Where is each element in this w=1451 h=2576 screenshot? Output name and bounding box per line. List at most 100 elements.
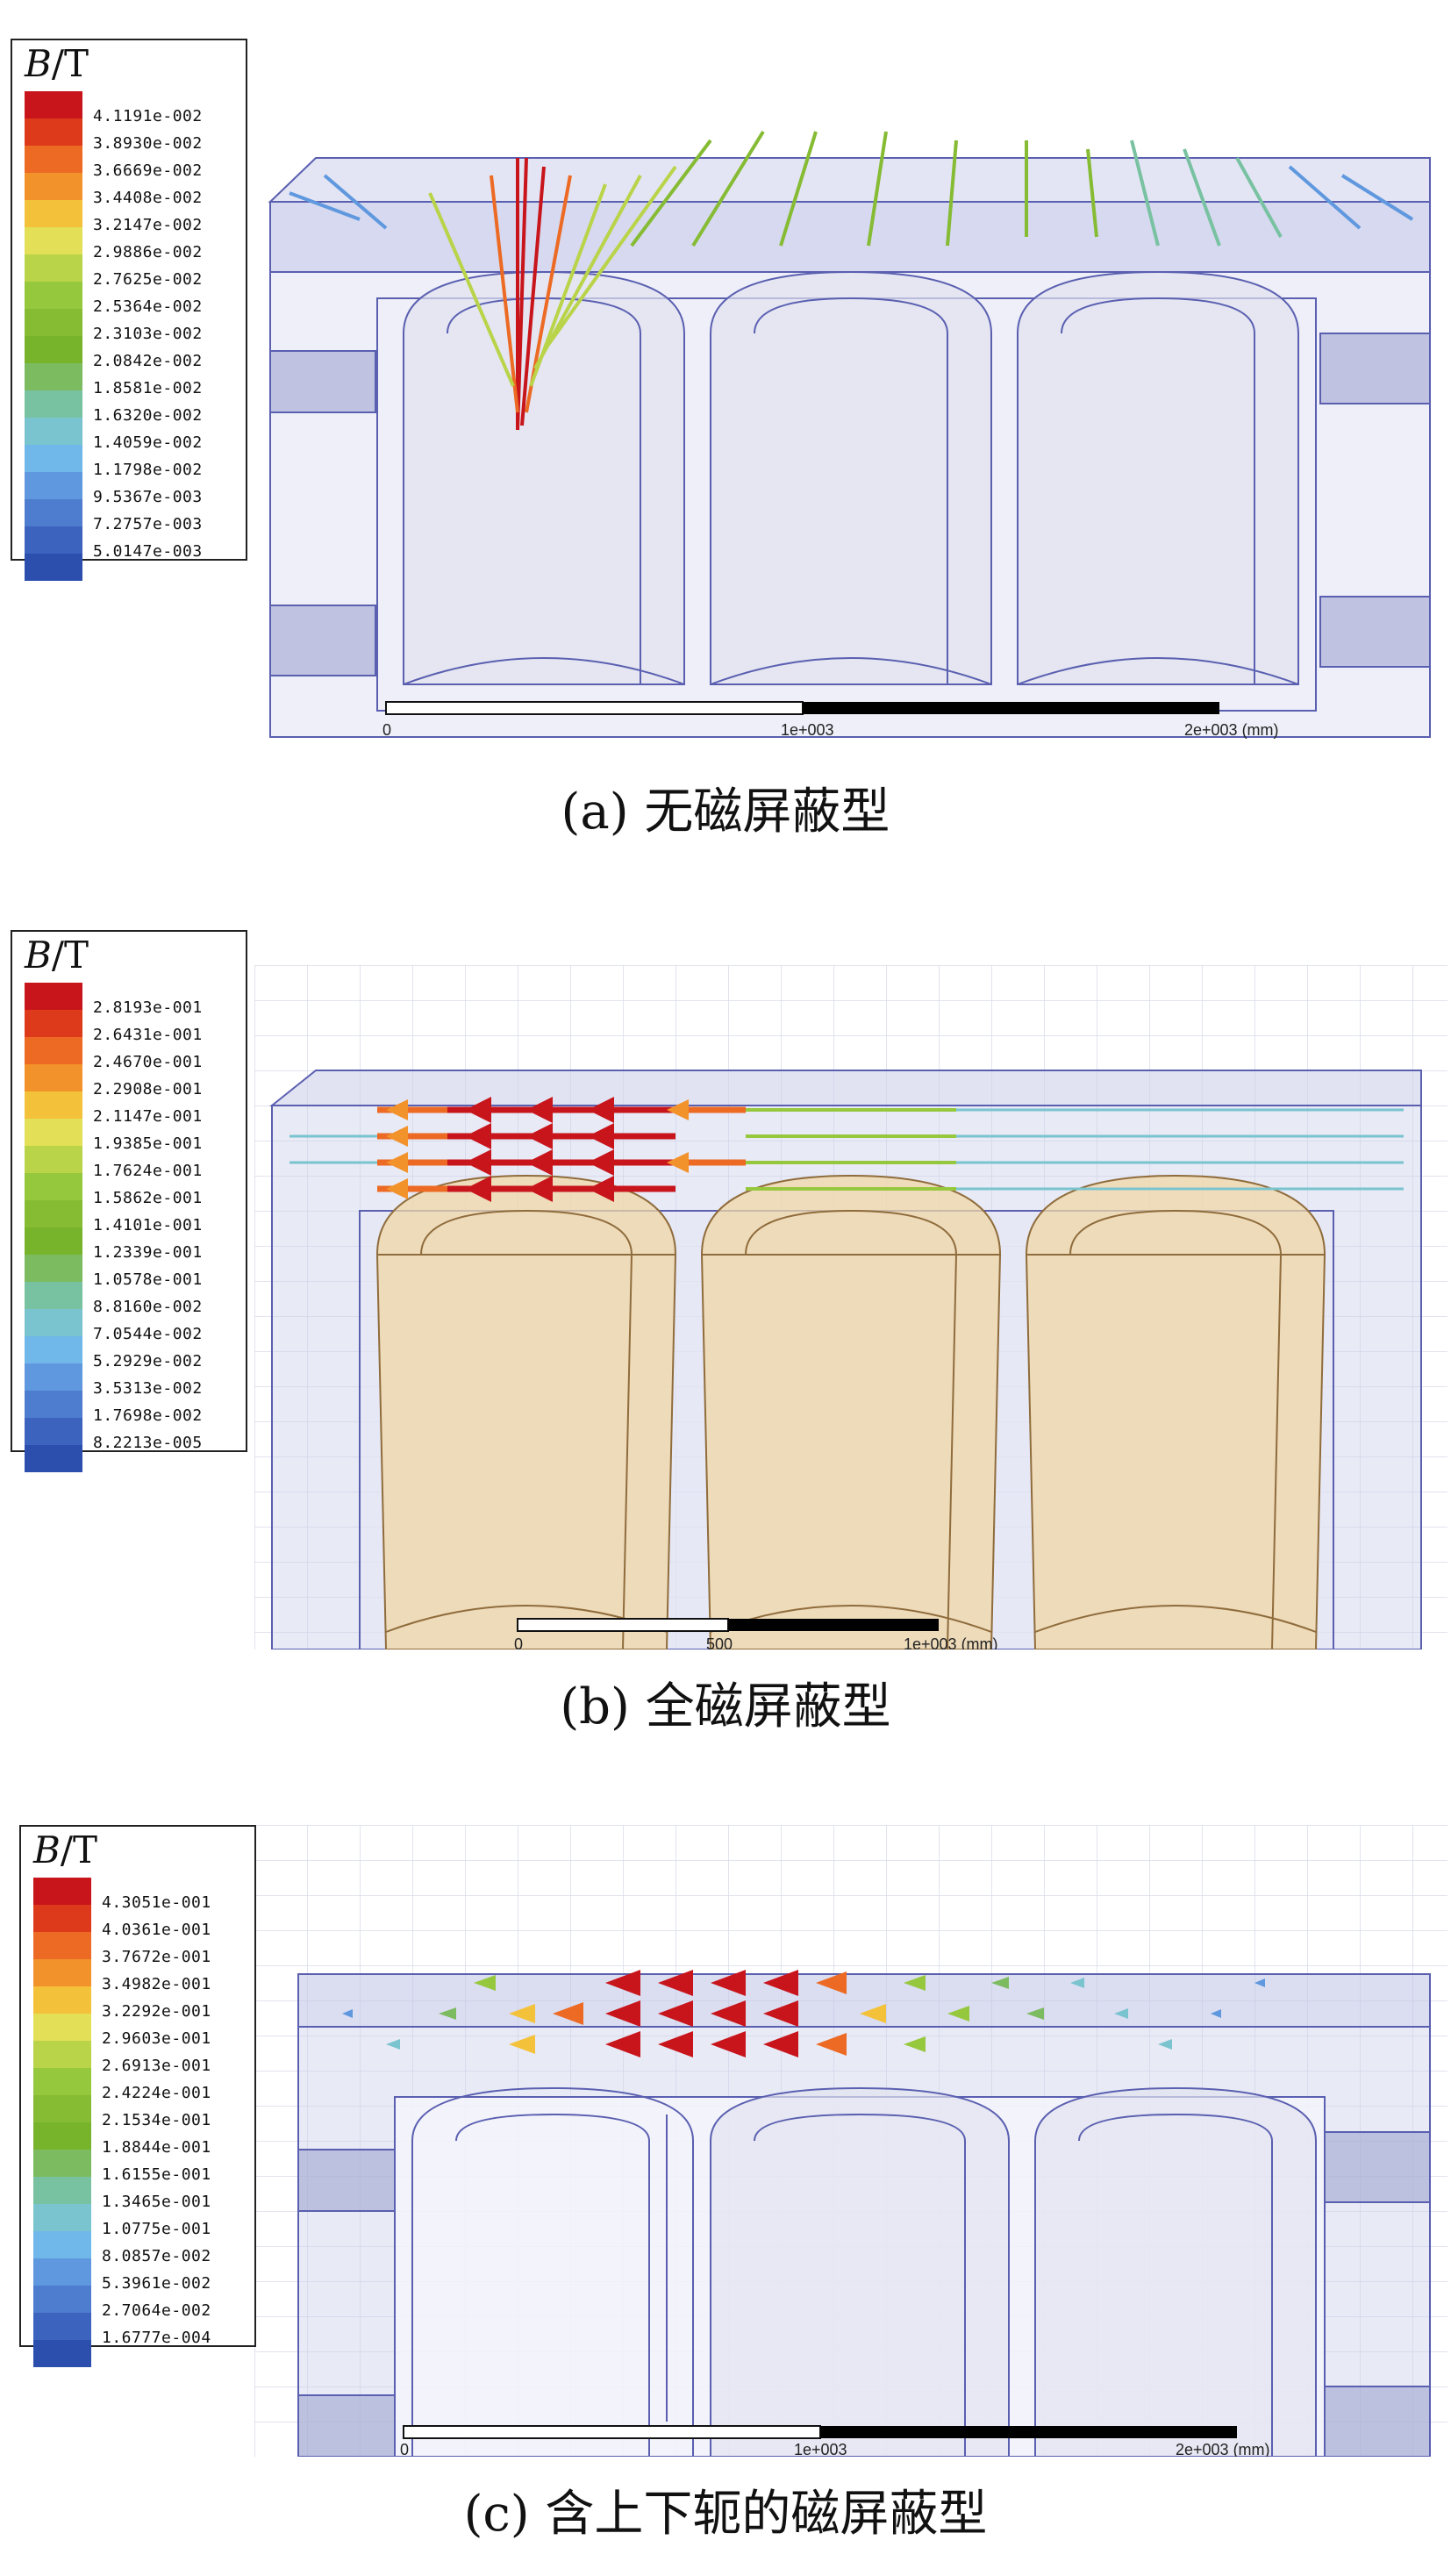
legend-value: 5.3961e-002 <box>102 2274 211 2293</box>
legend-swatch <box>33 1932 91 1959</box>
legend-value: 3.5313e-002 <box>93 1379 203 1398</box>
field-view-b: 0 500 1e+003 (mm) <box>254 965 1447 1649</box>
legend-value: 5.2929e-002 <box>93 1352 203 1370</box>
legend-swatch <box>25 309 82 336</box>
legend-swatch <box>33 2286 91 2313</box>
legend-row <box>25 200 257 227</box>
legend-swatch <box>25 1282 82 1309</box>
legend-value: 1.0775e-001 <box>102 2220 211 2238</box>
legend-row <box>25 1282 257 1309</box>
legend-unit: /T <box>51 934 89 977</box>
legend-value: 2.0842e-002 <box>93 352 203 370</box>
legend-swatch <box>25 1255 82 1282</box>
legend-value: 8.2213e-005 <box>93 1434 203 1452</box>
legend-swatch <box>25 445 82 472</box>
scale-label-1: 1e+003 <box>794 2441 847 2457</box>
legend-row <box>25 309 257 336</box>
legend-swatch <box>25 118 82 146</box>
legend-value: 3.6669e-002 <box>93 161 203 180</box>
legend-row <box>25 1418 257 1445</box>
legend-row <box>25 1064 257 1091</box>
legend-value: 4.3051e-001 <box>102 1893 211 1912</box>
legend-row <box>25 1173 257 1200</box>
legend-variable: B <box>25 934 52 977</box>
legend-swatch <box>33 2041 91 2068</box>
legend-row <box>25 118 257 146</box>
legend-value: 1.4059e-002 <box>93 433 203 452</box>
legend-value: 3.4408e-002 <box>93 189 203 207</box>
legend-row <box>33 2286 266 2313</box>
legend-row <box>25 1336 257 1363</box>
legend-value: 2.4224e-001 <box>102 2084 211 2102</box>
legend-row <box>33 2177 266 2204</box>
scale-label-2: 1e+003 (mm) <box>904 1635 998 1649</box>
legend-value: 1.2339e-001 <box>93 1243 203 1262</box>
legend-row <box>33 2313 266 2340</box>
legend-value: 8.8160e-002 <box>93 1298 203 1316</box>
legend-unit: /T <box>51 42 89 85</box>
legend-swatch <box>25 91 82 118</box>
legend-row <box>33 2014 266 2041</box>
field-svg-a: 0 1e+003 2e+003 (mm) <box>268 130 1431 739</box>
legend-value: 7.0544e-002 <box>93 1325 203 1343</box>
legend-value: 2.7064e-002 <box>102 2301 211 2320</box>
legend-row <box>33 1878 266 1905</box>
legend-swatch <box>25 1010 82 1037</box>
legend-swatch <box>25 200 82 227</box>
legend-value: 1.4101e-001 <box>93 1216 203 1234</box>
legend-row <box>25 1010 257 1037</box>
legend-swatch <box>25 1363 82 1391</box>
legend-row <box>33 2095 266 2122</box>
legend-value: 1.3465e-001 <box>102 2193 211 2211</box>
legend-row <box>25 282 257 309</box>
legend-value: 2.4670e-001 <box>93 1053 203 1071</box>
legend-swatch <box>33 2122 91 2150</box>
legend-value: 3.8930e-002 <box>93 134 203 153</box>
legend-row <box>25 1255 257 1282</box>
legend-row <box>25 499 257 526</box>
legend-value: 2.9886e-002 <box>93 243 203 261</box>
transformer-model-a <box>268 157 1431 738</box>
legend-title: B/T <box>33 1828 97 1871</box>
caption-a: (a) 无磁屏蔽型 <box>561 784 890 841</box>
scale-label-0: 0 <box>382 721 391 739</box>
legend-value: 3.2147e-002 <box>93 216 203 234</box>
legend-value: 1.9385e-001 <box>93 1134 203 1153</box>
legend-value: 8.0857e-002 <box>102 2247 211 2265</box>
legend-value: 2.6913e-001 <box>102 2057 211 2075</box>
legend-row <box>33 1932 266 1959</box>
legend-swatch <box>33 1986 91 2014</box>
legend-row <box>25 445 257 472</box>
legend-value: 2.5364e-002 <box>93 297 203 316</box>
legend-swatch <box>25 1091 82 1119</box>
legend-swatch <box>25 1200 82 1227</box>
legend-title: B/T <box>25 934 89 977</box>
legend-swatch <box>33 2150 91 2177</box>
legend-value: 1.1798e-002 <box>93 461 203 479</box>
legend-value: 2.2908e-001 <box>93 1080 203 1098</box>
legend-swatch <box>25 227 82 254</box>
legend-swatch <box>25 146 82 173</box>
legend-swatch <box>33 2204 91 2231</box>
legend-row <box>25 472 257 499</box>
legend-row <box>25 983 257 1010</box>
legend-value: 4.0361e-001 <box>102 1921 211 1939</box>
legend-row <box>25 1119 257 1146</box>
legend-value: 7.2757e-003 <box>93 515 203 533</box>
legend-swatch <box>33 2313 91 2340</box>
legend-swatch <box>33 1878 91 1905</box>
field-view-a: 0 1e+003 2e+003 (mm) <box>254 70 1447 746</box>
scale-label-1: 500 <box>706 1635 733 1649</box>
legend-swatch <box>33 2068 91 2095</box>
legend-variable: B <box>25 42 52 85</box>
legend-row <box>25 91 257 118</box>
legend-swatch <box>25 1173 82 1200</box>
legend-row <box>25 1309 257 1336</box>
scale-label-2: 2e+003 (mm) <box>1176 2441 1270 2457</box>
legend-swatch <box>25 1336 82 1363</box>
transformer-model-c <box>297 1973 1431 2457</box>
transformer-model-b <box>269 1070 1422 1649</box>
legend-swatch <box>25 1309 82 1336</box>
legend-row <box>25 254 257 282</box>
